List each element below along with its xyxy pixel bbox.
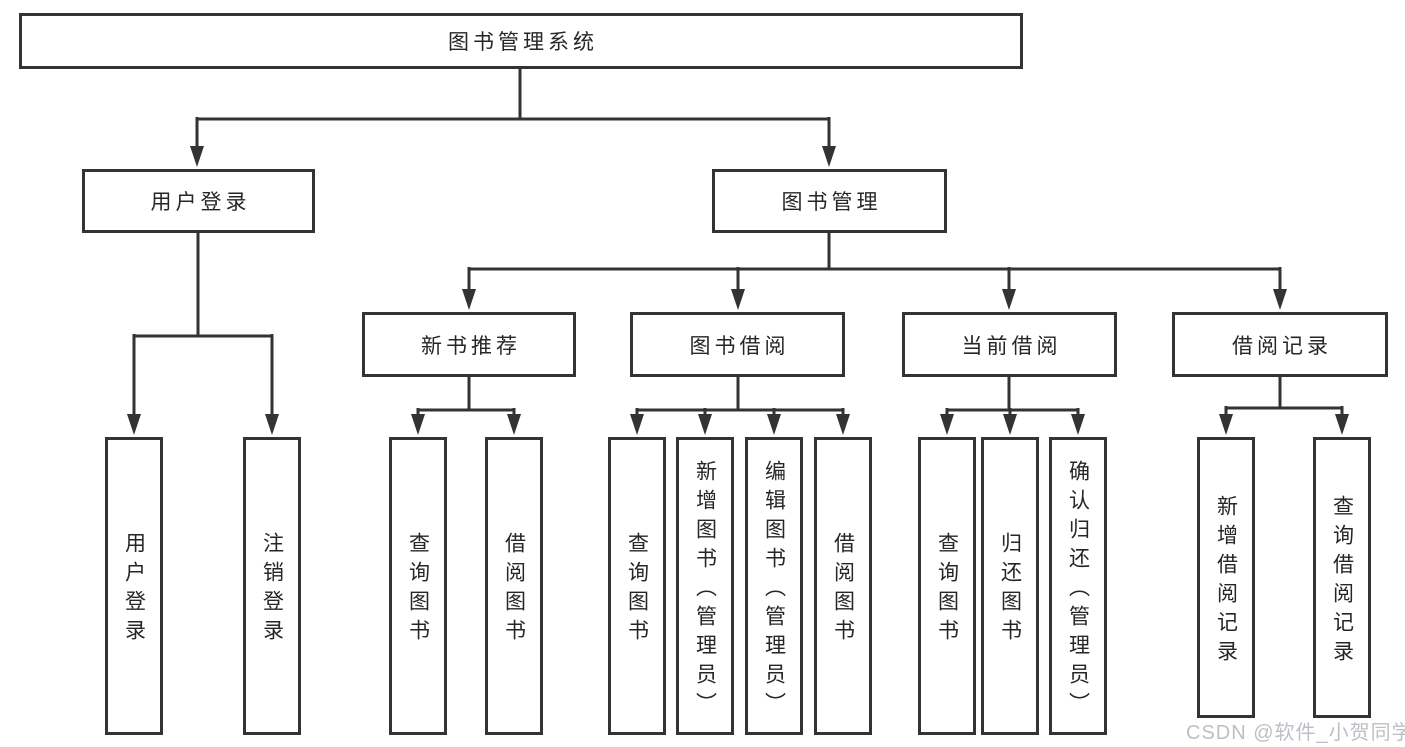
node-borrowing-records: 借阅记录 [1172, 312, 1388, 377]
leaf-label: 归还图书 [998, 532, 1022, 648]
leaf-label: 查询图书 [625, 532, 649, 648]
node-library-management-system: 图书管理系统 [19, 13, 1023, 69]
leaf-query-books-recommend: 查询图书 [389, 437, 447, 735]
leaf-label: 借阅图书 [502, 532, 526, 648]
leaf-query-books-current: 查询图书 [918, 437, 976, 735]
node-label: 借阅记录 [1232, 334, 1332, 358]
leaf-add-borrow-record: 新增借阅记录 [1197, 437, 1255, 718]
leaf-label: 查询图书 [406, 532, 430, 648]
node-label: 新书推荐 [421, 334, 521, 358]
leaf-label: 借阅图书 [831, 532, 855, 648]
leaf-borrow-books-borrowing: 借阅图书 [814, 437, 872, 735]
leaf-edit-book-admin: 编辑图书（管理员） [745, 437, 803, 735]
leaf-label: 新增借阅记录 [1214, 494, 1238, 669]
leaf-label: 用户登录 [122, 532, 146, 648]
leaf-query-borrow-record: 查询借阅记录 [1313, 437, 1371, 718]
node-book-borrowing: 图书借阅 [630, 312, 845, 377]
leaf-label: 新增图书（管理员） [693, 459, 717, 721]
leaf-label: 确认归还（管理员） [1066, 459, 1090, 721]
node-new-book-recommendation: 新书推荐 [362, 312, 576, 377]
node-label: 图书管理系统 [448, 31, 598, 54]
leaf-label: 查询图书 [935, 532, 959, 648]
leaf-label: 注销登录 [260, 532, 284, 648]
leaf-label: 编辑图书（管理员） [762, 459, 786, 721]
leaf-confirm-return-admin: 确认归还（管理员） [1049, 437, 1107, 735]
node-user-login: 用户登录 [82, 169, 315, 233]
leaf-query-books-borrowing: 查询图书 [608, 437, 666, 735]
leaf-add-book-admin: 新增图书（管理员） [676, 437, 734, 735]
leaf-label: 查询借阅记录 [1330, 494, 1354, 669]
leaf-user-login: 用户登录 [105, 437, 163, 735]
node-book-management: 图书管理 [712, 169, 947, 233]
leaf-return-books: 归还图书 [981, 437, 1039, 735]
node-label: 当前借阅 [961, 334, 1062, 358]
csdn-watermark: CSDN @软件_小贺同学 [1186, 722, 1405, 744]
node-label: 图书借阅 [689, 334, 790, 358]
node-label: 图书管理 [781, 191, 882, 214]
node-label: 用户登录 [150, 191, 251, 214]
leaf-borrow-books-recommend: 借阅图书 [485, 437, 543, 735]
leaf-logout: 注销登录 [243, 437, 301, 735]
node-current-borrowing: 当前借阅 [902, 312, 1117, 377]
